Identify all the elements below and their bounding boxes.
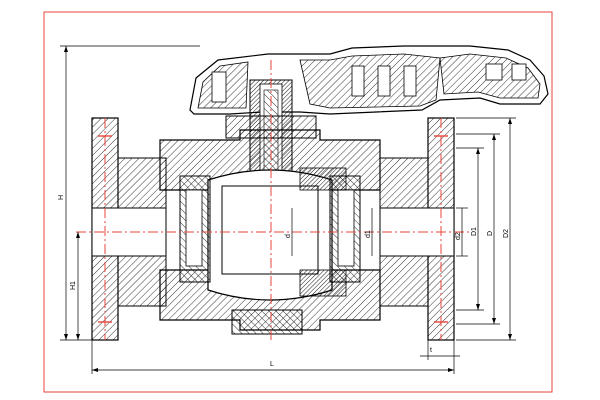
valve-handle (189, 45, 549, 115)
dimension-lines (60, 45, 516, 374)
dimension-arrows (64, 46, 512, 372)
dim-label-bore-diameter-2: d1 (365, 230, 372, 238)
dim-label-overall-height: H (58, 195, 65, 200)
dim-label-lower-height: H1 (70, 281, 77, 290)
dim-label-pipe-diameter: d2 (455, 232, 462, 240)
left-flange (91, 117, 167, 341)
dim-label-flange-outer: D (487, 231, 494, 236)
dim-label-flange-diameter: D2 (503, 229, 510, 238)
dim-label-bore-diameter: d (285, 234, 292, 238)
centerlines (76, 60, 470, 340)
dim-label-overall-length: L (270, 361, 274, 368)
dim-label-bolt-circle: D1 (471, 227, 478, 236)
right-flange (379, 117, 455, 341)
dim-label-flange-thickness: t (430, 347, 432, 354)
drawing-frame (43, 11, 553, 393)
valve-body (159, 129, 381, 335)
